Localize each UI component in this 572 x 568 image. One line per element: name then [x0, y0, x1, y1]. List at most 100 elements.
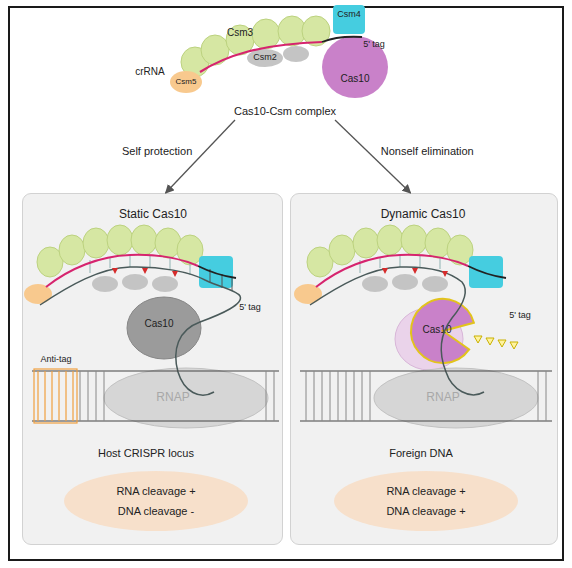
figure-frame: [9, 7, 563, 560]
csm3-lobe: [226, 25, 254, 55]
csm3-lobe: [302, 16, 330, 46]
node-label: Csm3: [227, 27, 253, 38]
anti-tag-rungs: [210, 269, 232, 291]
csm5-blob: [294, 284, 322, 304]
result-ellipse: [334, 471, 518, 531]
csm3-lobe: [131, 225, 157, 255]
part-label: 5' tag: [363, 40, 385, 50]
csm3-lobe: [37, 247, 63, 277]
outcome-panel: Static Cas10Host CRISPR locus Cas10RNAP RN…: [22, 193, 283, 545]
result-ellipse: [64, 471, 248, 531]
target-rna: [40, 267, 240, 395]
flow-arrow: [335, 120, 411, 193]
node-outline: [180, 16, 332, 82]
node-outline: [334, 471, 518, 531]
csm4-block: [199, 256, 233, 288]
tag-strand: [198, 266, 236, 278]
cas10-body: [127, 297, 201, 359]
rnap-polymerase: RNAP: [104, 368, 268, 428]
target-rna: [310, 267, 484, 395]
node-label: Dynamic Cas10: [381, 208, 466, 221]
node-label: Static Cas10: [119, 208, 187, 221]
node-sublabel: DNA cleavage -: [118, 505, 194, 517]
csm2-oval: [92, 276, 118, 292]
dna-base-pairs: [306, 371, 546, 421]
cleavage-marks: [112, 268, 178, 277]
csm2-oval: [152, 276, 178, 292]
csm3-lobe: [307, 247, 333, 277]
csm5-blob: [24, 284, 52, 304]
tag-strand: [468, 266, 506, 278]
csm3-lobe: [425, 228, 451, 258]
node-label: Cas10: [423, 324, 452, 335]
result-oval: RNA cleavage + DNA cleavage -: [64, 471, 248, 531]
node-sublabel: Foreign DNA: [389, 447, 453, 459]
edge-label: Nonself elimination: [381, 144, 474, 156]
cas10-static: Cas10: [127, 297, 201, 359]
node-label: Cas10: [145, 318, 174, 329]
csm3-lobe: [329, 235, 355, 265]
csm3-lobe: [107, 225, 133, 255]
csm2-oval: [392, 274, 418, 290]
node-label: Csm4: [337, 10, 361, 20]
anti-tag-box: [34, 369, 77, 423]
csm4-block: [333, 5, 365, 34]
csm2-oval: [122, 274, 148, 290]
csm2-subunit: Csm2: [246, 46, 312, 68]
csm3-subunit: Csm3: [180, 16, 332, 82]
flow-arrow: [166, 120, 235, 193]
csm3-lobe: [353, 228, 379, 258]
crrna-strand: [46, 255, 198, 287]
cas10-dynamic: Cas10: [395, 297, 485, 373]
node-label: RNAP: [426, 391, 459, 404]
csm3-lobe: [252, 19, 280, 49]
tag-strand: [322, 37, 362, 42]
complex-group: Cas10-Csm complex Csm3 Csm4Csm2Cas10 Csm5: [160, 4, 410, 120]
rnap-body: [104, 368, 268, 428]
csm2-oval: [247, 49, 283, 67]
node-label: RNAP: [156, 391, 189, 404]
csm3-lobe: [155, 228, 181, 258]
csm4-block: [469, 256, 503, 288]
csm3-lobe: [201, 35, 229, 65]
node-label: Csm2: [253, 53, 277, 63]
crrna-strand: [200, 42, 322, 72]
crrna-strand: [316, 255, 468, 287]
cas10-body: [322, 36, 388, 98]
part-label: 5' tag: [509, 311, 531, 321]
rnap-body: [374, 368, 538, 428]
node-label: Csm5: [176, 78, 197, 87]
rnap-polymerase: RNAP: [374, 368, 538, 428]
cas10-body: [411, 299, 474, 363]
csm4-subunit: Csm4: [333, 5, 365, 34]
outcome-panel: Dynamic Cas10Foreign DNA Cas10RNAP RNA cle…: [290, 193, 558, 545]
csm3-lobe: [59, 235, 85, 265]
node-sublabel: DNA cleavage +: [386, 505, 465, 517]
node-label: Cas10: [341, 73, 370, 84]
node-label: Cas10-Csm complex: [234, 105, 336, 117]
edge-label: Self protection: [122, 144, 192, 156]
csm3-lobe: [401, 225, 427, 255]
base-pair-rungs: [90, 255, 190, 275]
part-label: Anti-tag: [40, 355, 71, 365]
result-oval: RNA cleavage + DNA cleavage +: [334, 471, 518, 531]
csm3-lobe: [83, 228, 109, 258]
cleavage-marks: [382, 268, 448, 277]
csm3-lobe: [177, 235, 203, 265]
part-label: 5' tag: [239, 303, 261, 313]
dna-base-pairs: [80, 371, 274, 421]
csm3-lobe: [447, 235, 473, 265]
anti-tag-base-pairs: [38, 371, 73, 421]
csm2-oval: [422, 276, 448, 292]
node-sublabel: Host CRISPR locus: [98, 447, 194, 459]
csm2-oval: [283, 46, 309, 62]
csm3-lobe: [377, 225, 403, 255]
node-label: RNA cleavage +: [386, 485, 465, 497]
node-outline: [64, 471, 248, 531]
csm5-subunit: Csm5: [170, 71, 202, 93]
dna-strands: [32, 371, 279, 421]
dna-fragments: [474, 336, 518, 349]
dna-strands: [300, 371, 552, 421]
node-label: RNA cleavage +: [116, 485, 195, 497]
csm2-oval: [362, 276, 388, 292]
